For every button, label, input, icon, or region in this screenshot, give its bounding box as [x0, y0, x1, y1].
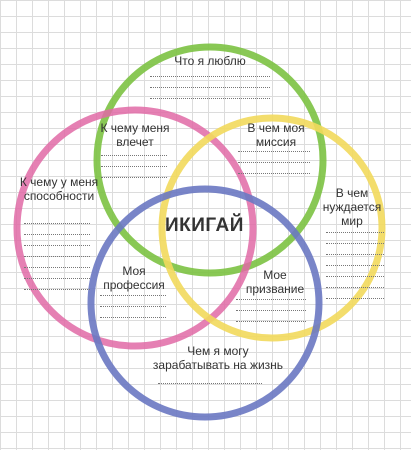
skills-write-lines: [24, 223, 90, 300]
world-needs-write-lines: [326, 232, 384, 309]
love-write-lines: [150, 76, 270, 109]
paid-label: Чем я могу зарабатывать на жизнь: [152, 344, 284, 372]
vocation-label: Мое призвание: [245, 268, 305, 296]
mission-write-lines: [238, 151, 310, 184]
attracts-label: К чему меня влечет: [100, 121, 170, 149]
skills-circle: [13, 106, 257, 350]
mission-label: В чем моя миссия: [247, 121, 305, 149]
love-label: Что я люблю: [174, 54, 246, 68]
paid-circle: [87, 185, 323, 421]
paid-write-lines: [158, 383, 262, 394]
skills-label: К чему у меня способности: [19, 175, 99, 203]
profession-label: Моя профессия: [103, 264, 165, 292]
profession-write-lines: [100, 295, 166, 328]
attracts-write-lines: [101, 155, 167, 188]
world-needs-circle: [158, 114, 386, 342]
world-needs-label: В чем нуждается мир: [322, 186, 382, 228]
vocation-write-lines: [236, 299, 306, 332]
love-circle: [93, 43, 327, 277]
ikigai-center-label: ИКИГАЙ: [165, 215, 244, 236]
